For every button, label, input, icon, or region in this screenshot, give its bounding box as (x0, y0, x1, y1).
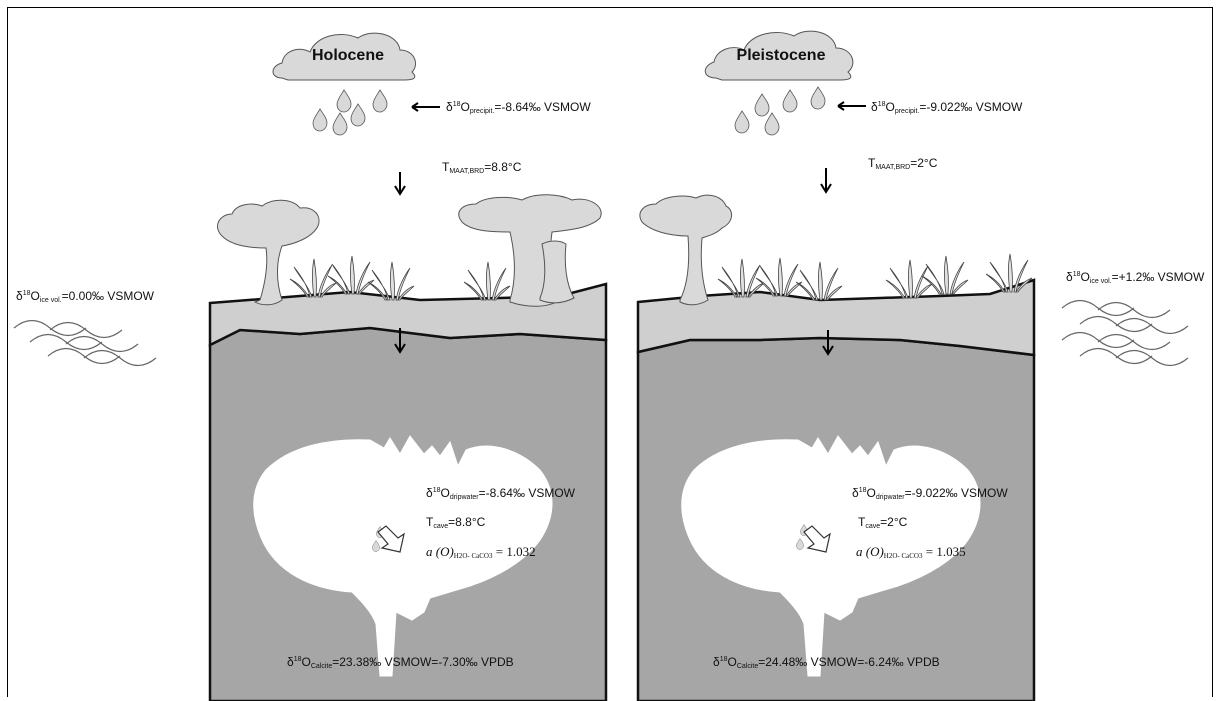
ice-volume-label-left: δ18Oice vol.=0.00‰ VSMOW (16, 287, 154, 308)
pleistocene-tree (640, 195, 732, 305)
pleistocene-fractionation-label: a (O)H2O- CaCO3 = 1.035 (856, 545, 966, 563)
holocene-title: Holocene (283, 47, 413, 65)
holocene-precip-label: δ18Oprecipit.=-8.64‰ VSMOW (446, 98, 591, 119)
pleistocene-precip-arrow (838, 102, 866, 110)
holocene-grass-4 (464, 262, 510, 300)
pleistocene-down-arrow (821, 168, 831, 192)
pleistocene-panel (638, 31, 1034, 701)
pleistocene-rain (735, 87, 825, 135)
pleistocene-temp-label: TMAAT,BRD=2°C (868, 156, 937, 175)
pleistocene-calcite-label: δ18OCalcite=24.48‰ VSMOW=-6.24‰ VPDB (713, 653, 940, 674)
pleistocene-grass-3 (796, 262, 842, 300)
holocene-temp-label: TMAAT,BRD=8.8°C (442, 160, 521, 179)
pleistocene-grass-4 (886, 260, 932, 298)
holocene-grass-2 (328, 256, 374, 294)
holocene-tree-3 (540, 241, 574, 303)
pleistocene-title: Pleistocene (716, 47, 846, 65)
pleistocene-dripwater-label: δ18Odripwater=-9.022‰ VSMOW (852, 484, 1008, 505)
ice-volume-waves-right (1062, 301, 1188, 366)
pleistocene-grass-5 (922, 256, 968, 294)
pleistocene-grass-2 (756, 258, 802, 296)
holocene-down-arrow (395, 172, 405, 194)
ice-volume-waves-left (14, 321, 156, 366)
holocene-grass-1 (290, 259, 336, 297)
holocene-tree-1 (217, 200, 319, 305)
ice-volume-label-right: δ18Oice vol.=+1.2‰ VSMOW (1066, 268, 1204, 289)
holocene-fractionation-label: a (O)H2O- CaCO3 = 1.032 (426, 545, 536, 563)
holocene-dripwater-label: δ18Odripwater=-8.64‰ VSMOW (426, 484, 575, 505)
pleistocene-precip-label: δ18Oprecipit.=-9.022‰ VSMOW (871, 98, 1022, 119)
holocene-cave-temp-label: Tcave=8.8°C (426, 515, 485, 534)
holocene-precip-arrow (412, 103, 440, 111)
pleistocene-cave-temp-label: Tcave=2°C (858, 515, 907, 534)
holocene-rain (313, 90, 387, 135)
holocene-calcite-label: δ18OCalcite=23.38‰ VSMOW=-7.30‰ VPDB (287, 653, 514, 674)
holocene-panel (210, 33, 606, 701)
